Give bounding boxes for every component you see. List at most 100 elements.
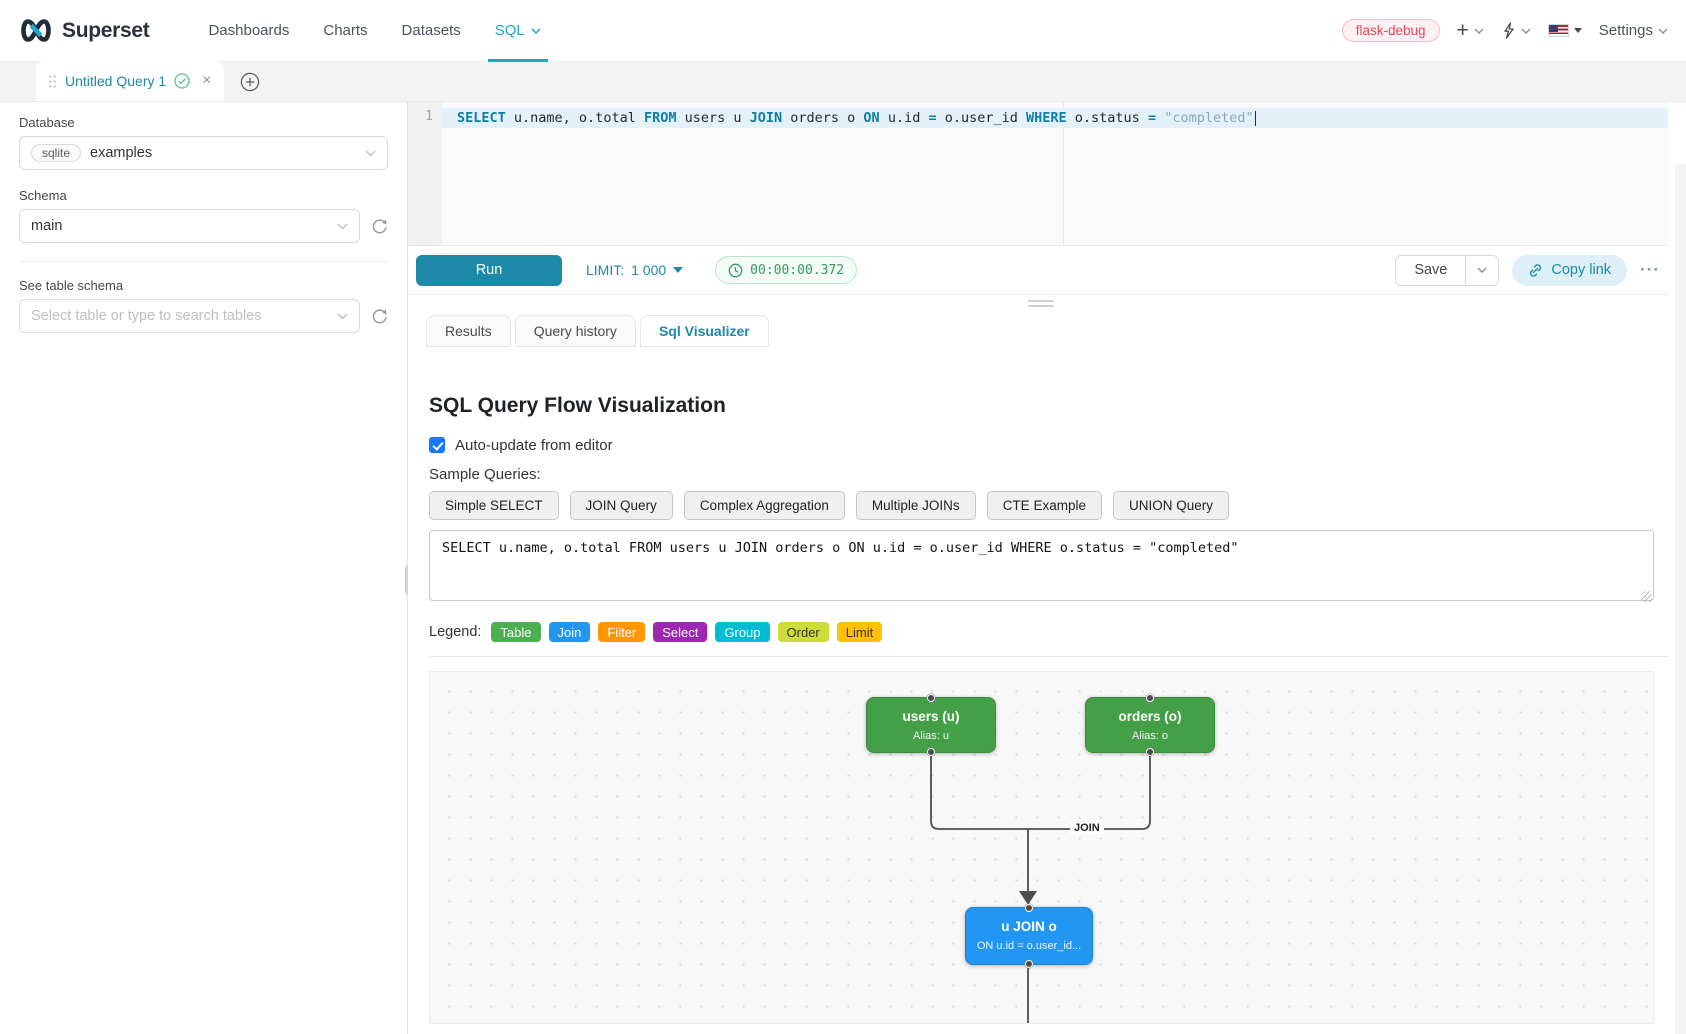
sql-lab-sidebar: Database sqlite examples Schema main — [0, 102, 411, 1034]
line-number: 1 — [425, 109, 433, 124]
nav-item-label: Datasets — [401, 22, 461, 39]
refresh-icon[interactable] — [371, 308, 388, 325]
nav-item-charts[interactable]: Charts — [306, 0, 384, 62]
connection-handle[interactable] — [927, 748, 935, 756]
query-tab-active[interactable]: Untitled Query 1 × — [36, 61, 224, 101]
connection-handle[interactable] — [1146, 748, 1154, 756]
nav-item-datasets[interactable]: Datasets — [385, 0, 478, 62]
database-label: Database — [19, 115, 75, 130]
sample-query-button-complex-aggregation[interactable]: Complex Aggregation — [683, 491, 845, 520]
sql-token: WHERE — [1026, 110, 1067, 126]
save-split-button: Save — [1395, 254, 1500, 286]
auto-update-checkbox[interactable] — [429, 437, 445, 453]
table-schema-group: See table schema Select table or type to… — [19, 278, 388, 333]
connection-handle[interactable] — [1025, 960, 1033, 968]
tab-results[interactable]: Results — [426, 315, 511, 347]
language-picker[interactable] — [1547, 24, 1582, 37]
database-select[interactable]: sqlite examples — [19, 136, 388, 170]
query-tabstrip: Untitled Query 1 × — [0, 61, 1686, 102]
sql-visualizer-content: SQL Query Flow Visualization Auto-update… — [408, 347, 1668, 1024]
sample-query-buttons: Simple SELECT JOIN Query Complex Aggregati… — [429, 491, 1668, 520]
navbar-right: flask-debug + Settings — [1341, 19, 1668, 42]
resize-handle-icon[interactable] — [1641, 591, 1652, 602]
sql-token: ON — [863, 110, 880, 126]
node-title: u JOIN o — [1001, 919, 1057, 934]
content-divider — [429, 656, 1668, 657]
settings-menu[interactable]: Settings — [1599, 22, 1668, 39]
connection-handle[interactable] — [927, 694, 935, 702]
flow-edges — [930, 753, 1151, 1023]
editor-code-area[interactable]: SELECT u.name, o.total FROM users u JOIN… — [442, 102, 1668, 245]
sql-token: users u — [676, 110, 750, 126]
connection-handle[interactable] — [1146, 694, 1154, 702]
superset-infinity-icon — [21, 19, 51, 42]
query-tab-title: Untitled Query 1 — [65, 73, 167, 89]
table-select[interactable]: Select table or type to search tables — [19, 299, 360, 333]
legend-badge-limit: Limit — [836, 622, 883, 642]
sample-query-button-simple-select[interactable]: Simple SELECT — [429, 491, 559, 520]
main-nav: Dashboards Charts Datasets SQL — [191, 0, 557, 62]
sample-queries-label: Sample Queries: — [429, 466, 541, 483]
save-button[interactable]: Save — [1395, 254, 1467, 286]
new-item-button[interactable]: + — [1457, 20, 1484, 41]
save-options-button[interactable] — [1466, 254, 1500, 286]
more-options-icon[interactable]: ··· — [1640, 260, 1660, 279]
connection-handle[interactable] — [1025, 904, 1033, 912]
editor-gutter: 1 — [408, 102, 442, 245]
chevron-down-icon — [1658, 28, 1668, 34]
query-search-button[interactable] — [1501, 22, 1531, 39]
query-input[interactable]: SELECT u.name, o.total FROM users u JOIN… — [429, 530, 1654, 601]
panel-resize-handle[interactable] — [1028, 300, 1054, 310]
editor-toolbar: Run LIMIT: 1 000 00:00:00.372 Save — [408, 245, 1668, 295]
database-value: examples — [90, 145, 153, 161]
circle-plus-icon — [240, 72, 259, 92]
sql-token: FROM — [643, 110, 677, 126]
refresh-icon[interactable] — [371, 218, 388, 235]
nav-item-label: Dashboards — [208, 22, 290, 39]
sample-query-button-join-query[interactable]: JOIN Query — [569, 491, 673, 520]
sql-code-line[interactable]: SELECT u.name, o.total FROM users u JOIN… — [442, 108, 1668, 128]
copy-link-button[interactable]: Copy link — [1512, 254, 1628, 286]
nav-item-dashboards[interactable]: Dashboards — [191, 0, 306, 62]
query-timer-badge: 00:00:00.372 — [715, 256, 858, 284]
flow-node-orders[interactable]: orders (o) Alias: o — [1085, 694, 1215, 756]
sample-query-button-union-query[interactable]: UNION Query — [1112, 491, 1229, 520]
sql-token: = — [928, 110, 937, 126]
us-flag-icon — [1547, 24, 1569, 37]
flow-node-users[interactable]: users (u) Alias: u — [866, 694, 996, 756]
sql-editor[interactable]: 1 SELECT u.name, o.total FROM users u JO… — [408, 102, 1668, 245]
schema-label: Schema — [19, 188, 67, 203]
auto-update-label: Auto-update from editor — [455, 436, 613, 454]
run-button[interactable]: Run — [416, 254, 562, 286]
node-subtitle: Alias: o — [1131, 730, 1169, 742]
page-title: SQL Query Flow Visualization — [429, 394, 726, 417]
tab-sql-visualizer[interactable]: Sql Visualizer — [639, 315, 769, 347]
sql-token: "completed" — [1164, 110, 1254, 126]
superset-logo[interactable]: Superset — [18, 17, 150, 44]
nav-item-sql[interactable]: SQL — [478, 0, 558, 62]
nav-item-label: SQL — [494, 22, 525, 39]
tab-query-history[interactable]: Query history — [514, 315, 636, 347]
legend-badge-select: Select — [653, 622, 708, 642]
legend-badge-order: Order — [777, 622, 829, 642]
page-scrollbar[interactable] — [1675, 164, 1686, 1034]
sample-query-button-cte-example[interactable]: CTE Example — [986, 491, 1102, 520]
schema-select[interactable]: main — [19, 209, 360, 243]
flow-node-join[interactable]: u JOIN o ON u.id = o.user_id... — [965, 904, 1093, 968]
drag-dots-icon[interactable] — [48, 73, 57, 89]
database-engine-tag: sqlite — [31, 144, 82, 162]
chevron-down-icon — [531, 27, 541, 34]
sql-token — [1156, 110, 1164, 126]
sql-token: u.id — [879, 110, 929, 126]
sql-token: orders o — [782, 110, 864, 126]
close-tab-icon[interactable]: × — [202, 72, 212, 89]
add-tab-button[interactable] — [240, 72, 260, 92]
limit-dropdown[interactable]: LIMIT: 1 000 — [586, 262, 684, 278]
limit-label: LIMIT: — [586, 262, 625, 278]
flow-canvas[interactable]: JOIN users (u) Alias: u orders (o) Alias… — [429, 671, 1654, 1024]
sample-query-button-multiple-joins[interactable]: Multiple JOINs — [855, 491, 976, 520]
table-select-placeholder: Select table or type to search tables — [31, 308, 262, 324]
legend-badge-join: Join — [548, 622, 591, 642]
